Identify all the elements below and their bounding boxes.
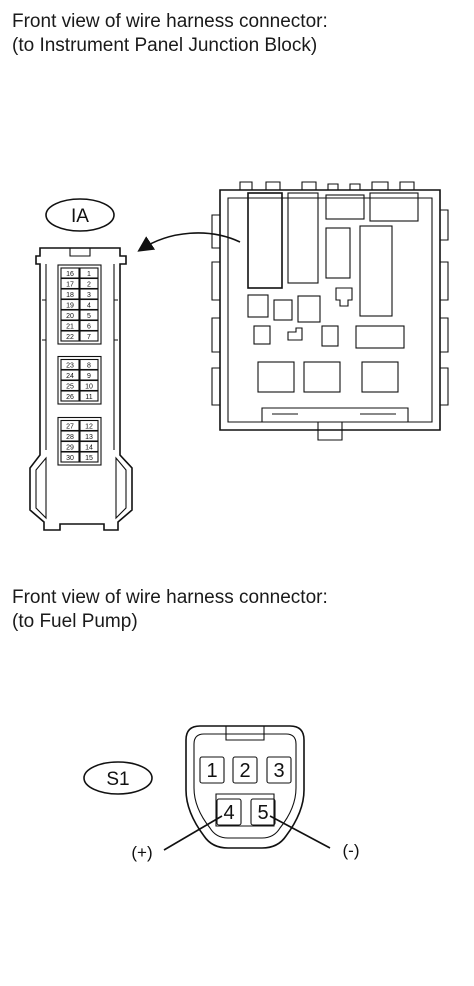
s1-pin-cell (250, 798, 276, 826)
ia-pin-number: 29 (66, 444, 74, 451)
ia-pin-number: 21 (66, 323, 74, 330)
s1-pin-cell (232, 756, 258, 784)
ia-pin-number: 1 (87, 271, 91, 278)
ia-pin-number: 13 (85, 434, 93, 441)
caption-junction-block: Front view of wire harness connector: (t… (12, 10, 328, 58)
ia-pin-number: 7 (87, 334, 91, 341)
ia-pin-cell (79, 451, 99, 463)
ia-pin-group-2 (57, 355, 102, 405)
s1-pin-cell (199, 756, 225, 784)
minus-label: (-) (343, 841, 360, 860)
s1-pin-number: 2 (239, 760, 250, 782)
ia-pin-number: 28 (66, 434, 74, 441)
ia-code-text: IA (71, 206, 89, 227)
junction-block (211, 181, 449, 441)
plus-leader-line (163, 815, 223, 851)
s1-pin-number: 1 (206, 760, 217, 782)
ia-pin-number: 15 (85, 455, 93, 462)
s1-code-text: S1 (106, 769, 129, 790)
plus-label: (+) (131, 843, 152, 862)
caption-line-2: (to Fuel Pump) (12, 611, 138, 632)
ia-pin-cell (60, 451, 80, 463)
s1-pin-cell (266, 756, 292, 784)
s1-pin-number: 5 (257, 802, 268, 824)
ia-pin-number: 30 (66, 455, 74, 462)
ia-pin-number: 24 (66, 373, 74, 380)
ia-pin-cell (79, 390, 99, 402)
minus-leader-line (269, 815, 331, 849)
ia-pin-grid: 16 1 17 2 18 3 19 4 20 5 21 6 22 7 23 8 24 9 25 10 26 11 27 12 2… (57, 264, 102, 466)
pointer-arrow (137, 232, 241, 252)
ia-pin-number: 4 (87, 302, 91, 309)
ia-pin-number: 9 (87, 373, 91, 380)
ia-pin-number: 19 (66, 302, 74, 309)
ia-pin-number: 17 (66, 281, 74, 288)
caption-line-1: Front view of wire harness connector: (12, 11, 328, 32)
ia-pin-number: 10 (85, 383, 93, 390)
ia-pin-number: 6 (87, 323, 91, 330)
caption-fuel-pump: Front view of wire harness connector: (t… (12, 586, 328, 634)
ia-pin-number: 11 (85, 394, 92, 401)
ia-pin-group-3 (57, 416, 102, 466)
ia-pin-number: 14 (85, 444, 93, 451)
ia-pin-cell (79, 330, 99, 342)
ia-connector-tag: IA (45, 198, 115, 232)
ia-pin-number: 26 (66, 394, 74, 401)
ia-pin-number: 5 (87, 313, 91, 320)
ia-pin-number: 2 (87, 281, 91, 288)
caption-line-2: (to Instrument Panel Junction Block) (12, 35, 318, 56)
ia-connector: 16 1 17 2 18 3 19 4 20 5 21 6 22 7 23 8 24 9 25 10 26 11 27 12 2… (29, 247, 133, 531)
ia-pin-number: 16 (66, 271, 74, 278)
ia-pin-number: 18 (66, 292, 74, 299)
ia-pin-number: 3 (87, 292, 91, 299)
s1-connector-tag: S1 (83, 761, 153, 795)
ia-pin-cell (60, 330, 80, 342)
ia-pin-number: 8 (87, 362, 91, 369)
ia-pin-number: 12 (85, 423, 93, 430)
caption-line-1: Front view of wire harness connector: (12, 587, 328, 608)
ia-pin-cell (60, 390, 80, 402)
ia-pin-number: 22 (66, 334, 74, 341)
ia-pin-number: 27 (66, 423, 74, 430)
ia-pin-number: 25 (66, 383, 74, 390)
ia-pin-number: 20 (66, 313, 74, 320)
ia-pin-group-1 (57, 264, 102, 345)
s1-pin-number: 4 (223, 802, 234, 824)
s1-pin-cell (216, 798, 242, 826)
s1-pin-number: 3 (273, 760, 284, 782)
ia-pin-number: 23 (66, 362, 74, 369)
